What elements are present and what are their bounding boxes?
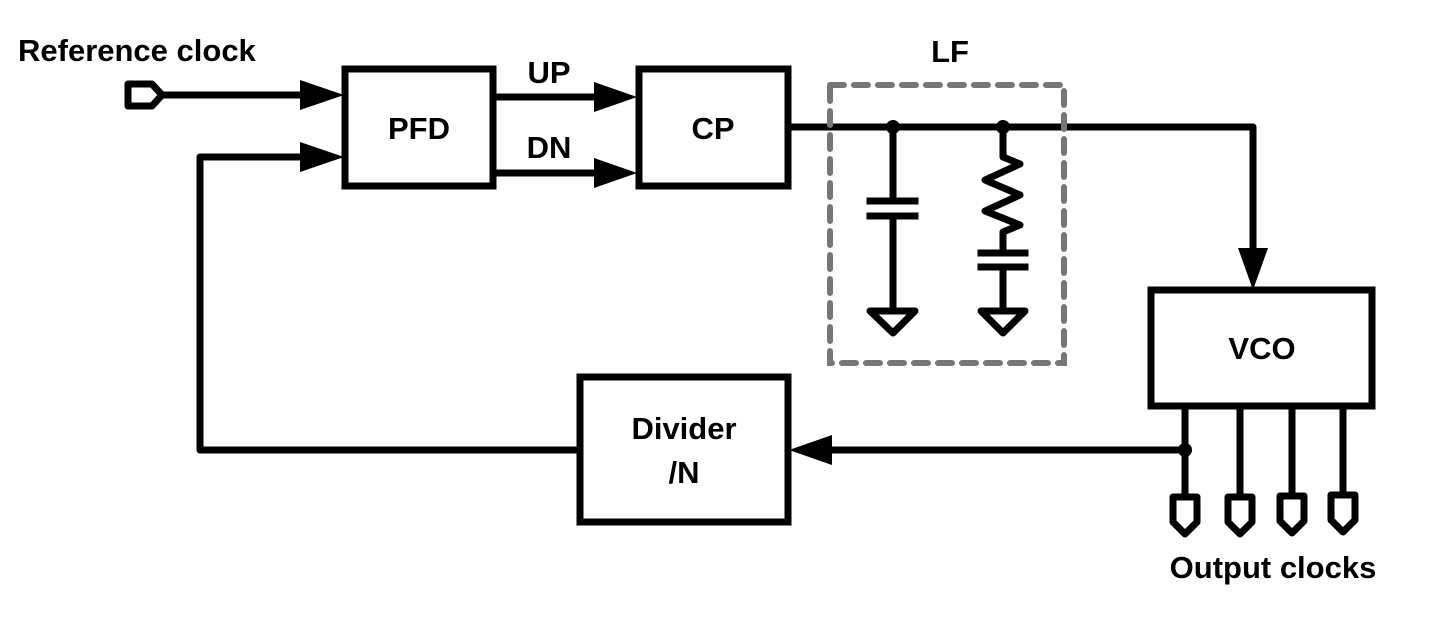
reference-clock-input-port (124, 80, 166, 110)
lf-label: LF (931, 34, 969, 69)
cp-label: CP (691, 111, 734, 146)
pfd-label: PFD (388, 111, 450, 146)
dn-arrowhead (594, 158, 637, 188)
pfd-block (341, 65, 497, 190)
feedback-wire (196, 153, 584, 454)
cp-block (635, 65, 792, 190)
feedback-arrowhead (300, 142, 344, 172)
divider-block (576, 373, 792, 526)
output-port-1 (1169, 493, 1201, 538)
divider-label: Divider (631, 411, 736, 446)
vco-input-arrowhead (1238, 248, 1268, 290)
output-clocks-label: Output clocks (1170, 550, 1377, 585)
reference-clock-arrowhead (300, 80, 344, 110)
output-clock-ports (1169, 402, 1359, 538)
ground-icon (977, 307, 1029, 337)
up-label: UP (527, 55, 570, 90)
up-arrowhead (594, 82, 637, 112)
dn-label: DN (527, 130, 572, 165)
output-port-3 (1276, 492, 1308, 537)
reference-clock-label: Reference clock (18, 33, 257, 68)
output-port-4 (1327, 491, 1359, 536)
ground-icon (866, 307, 919, 337)
divider-input-arrowhead (789, 435, 832, 465)
vco-label: VCO (1228, 331, 1295, 366)
control-voltage-wire (784, 123, 1257, 254)
loop-filter-capacitor-branch (866, 120, 919, 337)
vco-block (1147, 286, 1376, 410)
divider-ratio-label: /N (669, 455, 700, 490)
output-port-2 (1224, 493, 1256, 538)
loop-filter-boundary (827, 82, 1067, 366)
resistor-icon (981, 123, 1024, 257)
loop-filter-rc-branch (977, 120, 1029, 337)
